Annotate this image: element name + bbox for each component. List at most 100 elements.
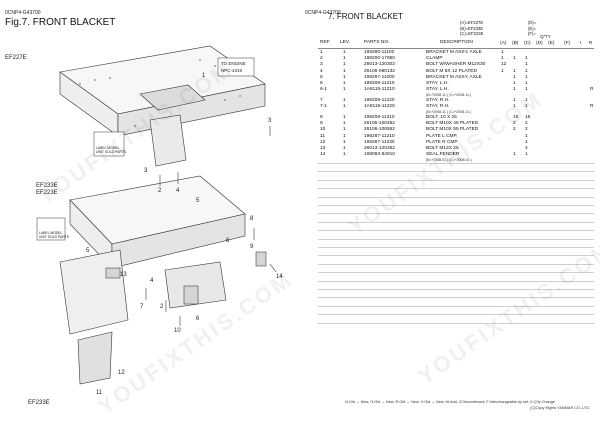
model-key-e: (E)= bbox=[528, 25, 537, 31]
cell-desc: PLATE R CMP. bbox=[426, 139, 459, 145]
cell-c: 1 bbox=[525, 152, 528, 158]
cell-lev: 1 bbox=[343, 133, 346, 139]
cell-c: 4 bbox=[525, 146, 528, 151]
cell-ref: 5 bbox=[320, 74, 323, 80]
col-description: DESCRIPTION bbox=[440, 40, 473, 45]
callout: 5 bbox=[86, 248, 90, 254]
callout: 9 bbox=[250, 244, 254, 250]
callout: 8 bbox=[250, 216, 254, 222]
cell-ref: 11 bbox=[320, 133, 325, 139]
empty-row-rule bbox=[318, 238, 594, 240]
cell-pn: 198287-11000 bbox=[364, 74, 395, 80]
cell-b: 1 bbox=[513, 152, 516, 158]
col-i: I bbox=[580, 41, 582, 46]
cell-c: 1 bbox=[525, 62, 528, 68]
model-label-ef233e: EF233E bbox=[36, 183, 58, 189]
cell-pn: 26013-120252 bbox=[364, 146, 395, 151]
cell-lev: 1 bbox=[343, 50, 346, 55]
cell-b: 1 bbox=[513, 87, 516, 93]
cell-desc: SEAL,FENDER bbox=[426, 152, 460, 158]
header-rule bbox=[318, 48, 594, 49]
col-a: (A) bbox=[500, 41, 507, 46]
cell-desc: PLATE L CMP. bbox=[426, 133, 458, 139]
empty-row-rule bbox=[318, 196, 594, 198]
cell-pn: 198208-11310 bbox=[364, 115, 395, 120]
callout: 2 bbox=[160, 304, 164, 310]
upper-holes bbox=[79, 59, 241, 127]
cell-desc: STAY, L.H. bbox=[426, 87, 449, 93]
cell-pn: 198200-17950 bbox=[364, 56, 395, 62]
cell-lev: 1 bbox=[343, 139, 346, 145]
cell-lev: 1 bbox=[343, 146, 346, 151]
col-e: (E) bbox=[548, 41, 555, 46]
label-text-4: UNIT SOLD PARTS bbox=[39, 235, 69, 239]
cell-ref: 12 bbox=[320, 139, 326, 145]
cell-c: 1 bbox=[525, 81, 528, 86]
empty-row-rule bbox=[318, 171, 594, 173]
col-b: (B) bbox=[512, 41, 519, 46]
cell-a: 1 bbox=[501, 68, 504, 74]
callout: 3 bbox=[144, 168, 148, 174]
cell-c: 16 bbox=[525, 115, 531, 120]
empty-row-rule bbox=[318, 213, 594, 215]
cell-r: R bbox=[590, 104, 594, 110]
cell-a: 1 bbox=[501, 50, 504, 55]
page-code: 0CNP4-G43700 bbox=[5, 10, 41, 16]
cell-pn: 198208-11210 bbox=[364, 81, 395, 86]
cell-ref: 10 bbox=[320, 127, 326, 133]
parts-list-page: 0CNP4-G43700 7. FRONT BLACKET (A)=EF227E… bbox=[300, 0, 600, 424]
cell-lev: 1 bbox=[343, 121, 346, 127]
callout: 11 bbox=[96, 390, 103, 396]
label-text-3: LABEL MODEL bbox=[39, 231, 63, 235]
col-lev: LEV. bbox=[340, 40, 350, 45]
col-f: (F) bbox=[564, 41, 571, 46]
cell-ref: 7-1 bbox=[320, 104, 327, 110]
callout: 3 bbox=[268, 118, 272, 124]
label-box-lower bbox=[36, 217, 66, 241]
cell-pn: 198287-11210 bbox=[364, 133, 395, 139]
cell-lev: 1 bbox=[343, 152, 346, 158]
empty-row-rule bbox=[318, 179, 594, 181]
cell-desc: STAY, R.H. bbox=[426, 98, 450, 103]
cell-b: 1 bbox=[513, 98, 516, 103]
cell-lev: 1 bbox=[343, 81, 346, 86]
cell-r: R bbox=[590, 87, 594, 93]
section-title: 7. FRONT BLACKET bbox=[328, 12, 403, 21]
cell-lev: 1 bbox=[343, 115, 346, 120]
row-note: (B=*2008.11.) (C=*2008.11.) bbox=[426, 109, 472, 114]
cell-ref: 3 bbox=[320, 62, 323, 68]
label-text-1: LABEL MODEL bbox=[96, 146, 120, 150]
cell-desc: BOLT M 8X 12 PLATED bbox=[426, 68, 477, 74]
copyright: (C)Copy Rights YANMAR CO.,LTD. bbox=[530, 406, 590, 410]
row-note: (B=*2008.01.) (C=*2008.01.) bbox=[426, 157, 472, 162]
cell-c: 1 bbox=[525, 133, 528, 139]
cell-ref: 6-1 bbox=[320, 87, 327, 93]
model-label-ef227e: EF227E bbox=[5, 55, 27, 61]
empty-row-rule bbox=[318, 255, 594, 257]
cell-ref: 6 bbox=[320, 81, 323, 86]
cell-desc: BOLT, 10 X 25 bbox=[426, 115, 457, 120]
figure-title: Fig.7. FRONT BLACKET bbox=[5, 17, 116, 28]
empty-row-rule bbox=[318, 297, 594, 299]
cell-ref: 1 bbox=[320, 50, 323, 55]
cell-b: 16 bbox=[513, 115, 519, 120]
cell-lev: 1 bbox=[343, 87, 346, 93]
cell-a: 1 bbox=[501, 56, 504, 62]
cell-desc: BRACKET M ASSY, AXLE bbox=[426, 50, 482, 55]
callout: 6 bbox=[226, 238, 230, 244]
empty-row-rule bbox=[318, 263, 594, 265]
col-c: (C) bbox=[524, 41, 531, 46]
empty-row-rule bbox=[318, 272, 594, 274]
empty-row-rule bbox=[318, 221, 594, 223]
cell-c: 1 bbox=[525, 87, 528, 93]
cell-desc: STAY, R.H. bbox=[426, 104, 450, 110]
legend-footer: N:Old → New, O:Old → New, R:Old → New, X… bbox=[345, 400, 555, 404]
